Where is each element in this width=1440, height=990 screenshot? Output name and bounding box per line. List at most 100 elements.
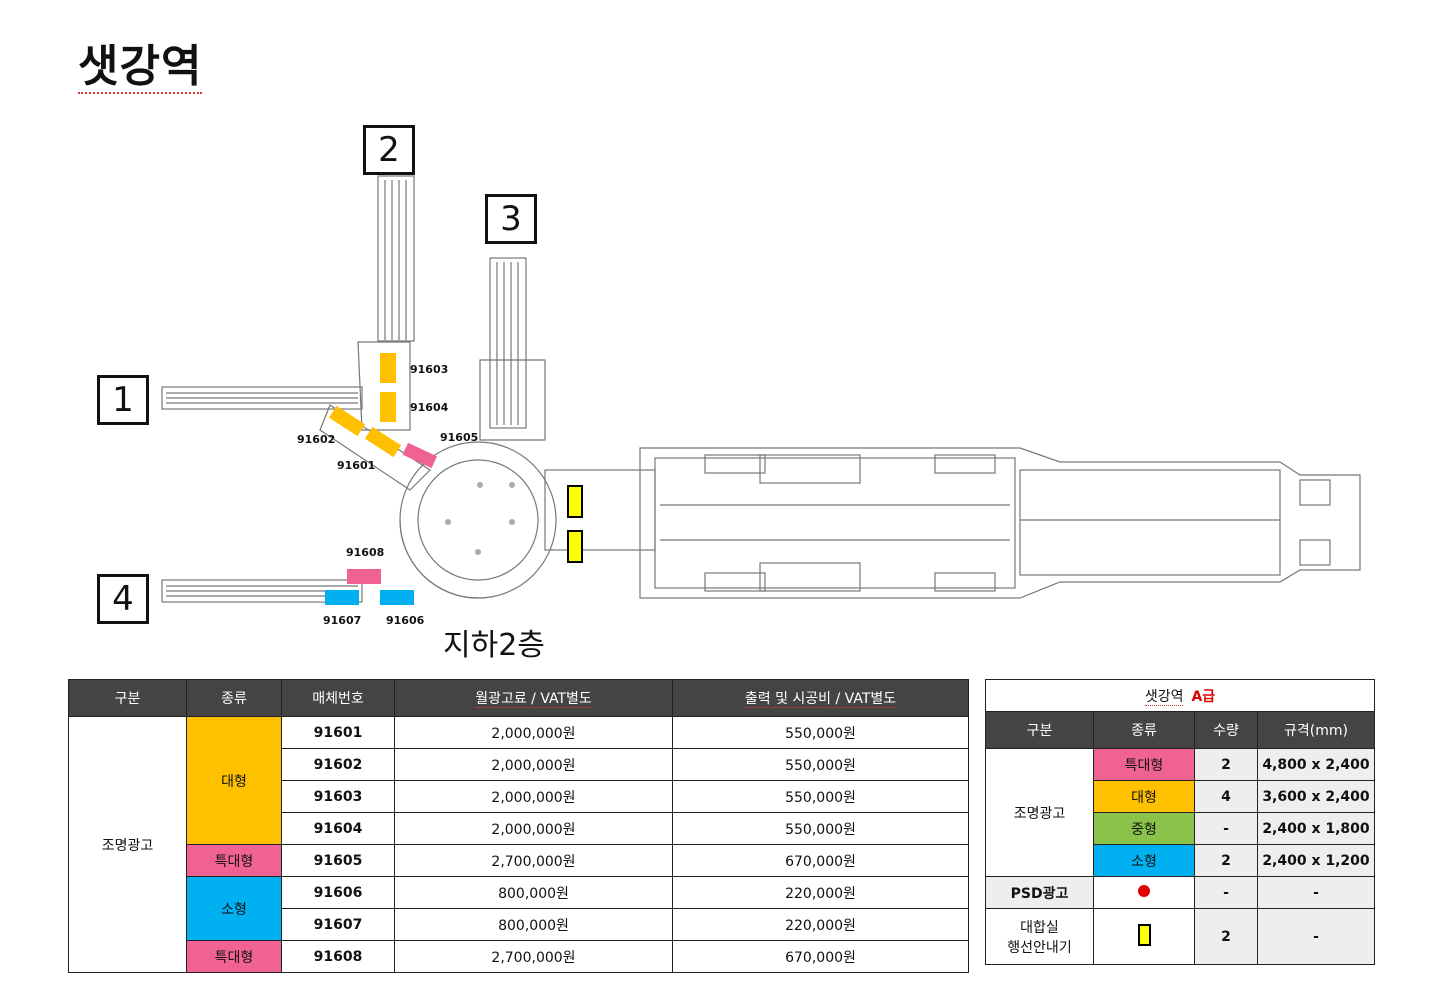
header-install: 출력 및 시공비 / VAT별도: [672, 679, 969, 717]
guide-marker-cell: [1093, 908, 1195, 965]
label-91605: 91605: [440, 431, 479, 444]
exit-3-box: 3: [485, 194, 537, 244]
fee-cell: 2,700,000원: [394, 940, 673, 973]
info-display-1: [567, 485, 583, 518]
summary-psd-label: PSD광고: [985, 876, 1094, 909]
summary-row: 조명광고 특대형 2 4,800 x 2,400: [985, 748, 1375, 877]
fee-cell: 2,000,000원: [394, 716, 673, 749]
install-cell: 550,000원: [672, 716, 969, 749]
media-91604: [380, 392, 396, 422]
media-91603: [380, 353, 396, 383]
summary-row: 중형 - 2,400 x 1,800: [986, 812, 1375, 845]
summary-row: PSD광고 - -: [985, 876, 1375, 909]
summary-lighting-label: 조명광고: [985, 748, 1094, 877]
fee-cell: 2,000,000원: [394, 780, 673, 813]
table-row: 91604 2,000,000원 550,000원: [69, 812, 969, 845]
label-91601: 91601: [337, 459, 376, 472]
media-91606: [380, 590, 414, 605]
summary-qty: 2: [1194, 844, 1258, 877]
table-row: 조명광고 대형 91601 2,000,000원 550,000원: [68, 716, 969, 973]
summary-header-qty: 수량: [1194, 711, 1258, 749]
summary-size: 4,800 x 2,400: [1257, 748, 1375, 781]
code-cell: 91602: [281, 748, 395, 781]
page-title: 샛강역: [78, 41, 203, 94]
summary-size: 2,400 x 1,200: [1257, 844, 1375, 877]
table-row: 특대형 91608 2,700,000원 670,000원: [69, 940, 969, 973]
summary-header-size: 규격(mm): [1257, 711, 1375, 749]
fee-cell: 2,700,000원: [394, 844, 673, 877]
summary-qty: -: [1194, 812, 1258, 845]
media-91601: [364, 426, 402, 458]
install-cell: 670,000원: [672, 844, 969, 877]
exit-2-box: 2: [363, 125, 415, 175]
media-91602: [328, 405, 366, 437]
summary-size: -: [1257, 908, 1375, 965]
summary-qty: -: [1194, 876, 1258, 909]
type-cell-xl: 특대형: [186, 940, 282, 973]
code-cell: 91601: [281, 716, 395, 749]
code-cell: 91604: [281, 812, 395, 845]
summary-caption: 샛강역 A급: [985, 679, 1375, 712]
code-cell: 91605: [281, 844, 395, 877]
summary-qty: 2: [1194, 748, 1258, 781]
header-type: 종류: [186, 679, 282, 717]
header-category: 구분: [68, 679, 187, 717]
summary-type-small: 소형: [1093, 844, 1195, 877]
header-fee: 월광고료 / VAT별도: [394, 679, 673, 717]
summary-type-medium: 중형: [1093, 812, 1195, 845]
table-row: 91607 800,000원 220,000원: [69, 908, 969, 941]
summary-qty: 2: [1194, 908, 1258, 965]
header-code: 매체번호: [281, 679, 395, 717]
install-cell: 550,000원: [672, 812, 969, 845]
install-cell: 220,000원: [672, 876, 969, 909]
floor-label: 지하2층: [443, 628, 545, 663]
exit-1-box: 1: [97, 375, 149, 425]
exit-4-box: 4: [97, 574, 149, 624]
summary-size: -: [1257, 876, 1375, 909]
media-91607: [325, 590, 359, 605]
summary-qty: 4: [1194, 780, 1258, 813]
type-cell-large: 대형: [186, 716, 282, 845]
summary-size: 3,600 x 2,400: [1257, 780, 1375, 813]
label-91602: 91602: [297, 433, 336, 446]
media-91605: [402, 442, 438, 469]
summary-header-type: 종류: [1093, 711, 1195, 749]
pricing-table: 구분 종류 매체번호 월광고료 / VAT별도 출력 및 시공비 / VAT별도…: [68, 679, 969, 973]
table-row: 91602 2,000,000원 550,000원: [69, 748, 969, 781]
yellow-marker-icon: [1137, 923, 1151, 946]
summary-header-row: 구분 종류 수량 규격(mm): [985, 711, 1375, 749]
table-header-row: 구분 종류 매체번호 월광고료 / VAT별도 출력 및 시공비 / VAT별도: [68, 679, 969, 717]
table-row: 소형 91606 800,000원 220,000원: [69, 876, 969, 941]
info-display-2: [567, 530, 583, 563]
fee-cell: 2,000,000원: [394, 748, 673, 781]
summary-type-xl: 특대형: [1093, 748, 1195, 781]
label-91604: 91604: [410, 401, 449, 414]
fee-cell: 800,000원: [394, 908, 673, 941]
install-cell: 550,000원: [672, 780, 969, 813]
media-91608: [347, 569, 381, 584]
floor-plan: [161, 175, 1361, 605]
code-cell: 91607: [281, 908, 395, 941]
fee-cell: 800,000원: [394, 876, 673, 909]
summary-row: 대형 4 3,600 x 2,400: [986, 780, 1375, 813]
summary-header-category: 구분: [985, 711, 1094, 749]
summary-size: 2,400 x 1,800: [1257, 812, 1375, 845]
install-cell: 670,000원: [672, 940, 969, 973]
table-row: 특대형 91605 2,700,000원 670,000원: [69, 844, 969, 877]
caption-station: 샛강역: [1144, 688, 1184, 706]
summary-table: 샛강역 A급 구분 종류 수량 규격(mm) 조명광고 특대형 2 4,800 x…: [985, 679, 1375, 965]
summary-type-large: 대형: [1093, 780, 1195, 813]
label-91606: 91606: [386, 614, 425, 627]
code-cell: 91603: [281, 780, 395, 813]
type-cell-small: 소형: [186, 876, 282, 941]
fee-cell: 2,000,000원: [394, 812, 673, 845]
code-cell: 91606: [281, 876, 395, 909]
summary-caption-row: 샛강역 A급: [985, 679, 1375, 712]
label-91608: 91608: [346, 546, 385, 559]
caption-grade: A급: [1191, 688, 1216, 705]
summary-row: 소형 2 2,400 x 1,200: [986, 844, 1375, 877]
code-cell: 91608: [281, 940, 395, 973]
install-cell: 220,000원: [672, 908, 969, 941]
